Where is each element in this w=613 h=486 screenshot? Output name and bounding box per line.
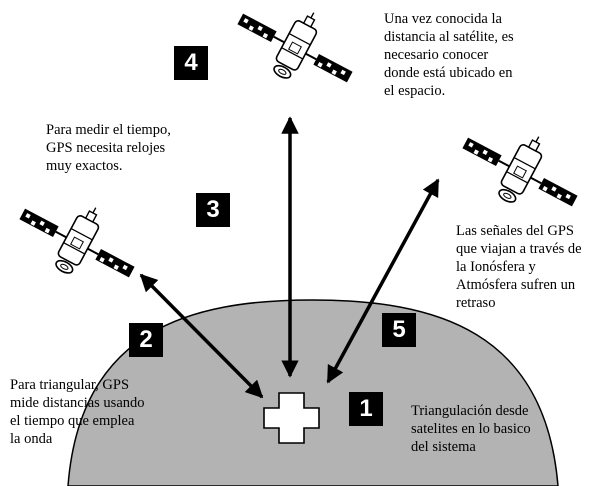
step-badge-5: 5 [382, 313, 416, 347]
basis-text: Triangulación desde satelites en lo basi… [411, 403, 531, 455]
signal-delay-text: Las señales del GPS que viajan a través … [456, 223, 582, 311]
step-badge-3: 3 [196, 193, 230, 227]
triangulate-text: Para triangular, GPS mide distancias usa… [10, 377, 145, 447]
receiver-cross-icon [263, 392, 320, 444]
step-badge-1: 1 [349, 392, 383, 426]
time-measure-text: Para medir el tiempo, GPS necesita reloj… [46, 122, 171, 174]
satellite-icon [461, 130, 579, 208]
arrow-to-satellite-left [139, 273, 264, 399]
satellite-icon [236, 6, 354, 84]
satellite-location-text: Una vez conocida la distancia al satélit… [384, 11, 514, 99]
satellite-icon [18, 201, 136, 279]
step-badge-2: 2 [129, 323, 163, 357]
step-badge-4: 4 [174, 46, 208, 80]
arrow-to-satellite-right [326, 178, 440, 384]
